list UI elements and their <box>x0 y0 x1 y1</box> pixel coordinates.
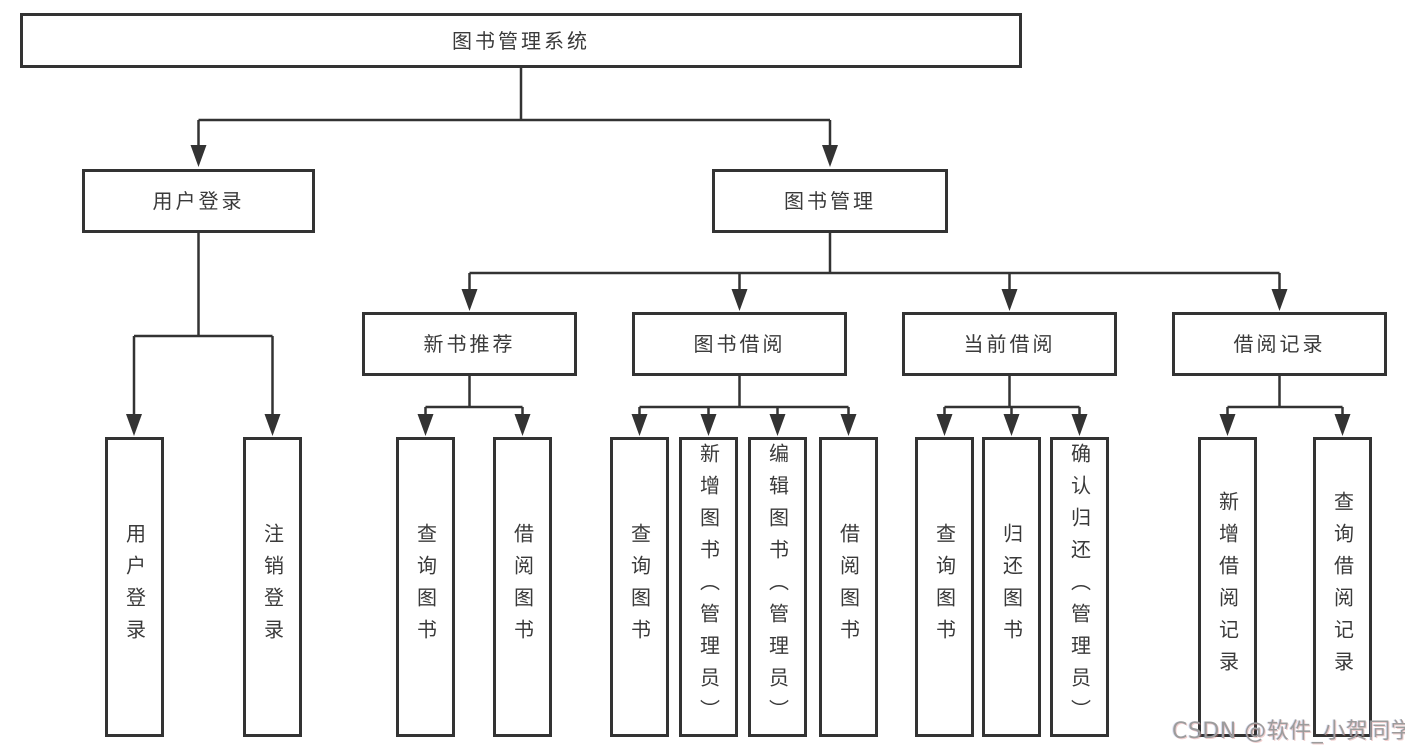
node-label: 归还图书 <box>999 523 1024 651</box>
leaf-current-confirm-return-admin: 确认归还（管理员） <box>1050 437 1109 737</box>
node-label: 确认归还（管理员） <box>1067 443 1092 731</box>
node-label: 查询借阅记录 <box>1330 491 1355 683</box>
node-label: 用户登录 <box>152 189 245 213</box>
leaf-record-query-borrow-record: 查询借阅记录 <box>1313 437 1372 737</box>
node-label: 图书借阅 <box>693 332 786 356</box>
leaf-borrow-query-books: 查询图书 <box>610 437 669 737</box>
leaf-current-query-books: 查询图书 <box>915 437 974 737</box>
node-label: 借阅图书 <box>510 523 535 651</box>
leaf-user-login: 用户登录 <box>105 437 164 737</box>
leaf-record-add-borrow-record: 新增借阅记录 <box>1198 437 1257 737</box>
node-label: 当前借阅 <box>963 332 1056 356</box>
leaf-borrow-edit-books-admin: 编辑图书（管理员） <box>748 437 807 737</box>
node-label: 查询图书 <box>413 523 438 651</box>
leaf-logout: 注销登录 <box>243 437 302 737</box>
leaf-recommend-borrow-books: 借阅图书 <box>493 437 552 737</box>
node-label: 借阅记录 <box>1233 332 1326 356</box>
leaf-current-return-books: 归还图书 <box>982 437 1041 737</box>
node-label: 图书管理 <box>784 189 876 213</box>
node-label: 查询图书 <box>627 523 652 651</box>
node-current-borrowing: 当前借阅 <box>902 312 1117 376</box>
node-borrowing-records: 借阅记录 <box>1172 312 1387 376</box>
node-label: 新书推荐 <box>423 332 516 356</box>
arrowheads <box>126 145 1351 436</box>
leaf-borrow-add-books-admin: 新增图书（管理员） <box>679 437 738 737</box>
csdn-watermark: CSDN @软件_小贺同学 <box>1172 719 1405 744</box>
node-user-login: 用户登录 <box>82 169 315 233</box>
node-new-book-recommendation: 新书推荐 <box>362 312 577 376</box>
node-label: 新增借阅记录 <box>1215 491 1240 683</box>
node-label: 注销登录 <box>260 523 285 651</box>
node-system-root: 图书管理系统 <box>20 13 1022 68</box>
node-label: 图书管理系统 <box>452 28 590 53</box>
leaf-borrow-borrow-books: 借阅图书 <box>819 437 878 737</box>
node-book-borrowing: 图书借阅 <box>632 312 847 376</box>
leaf-recommend-query-books: 查询图书 <box>396 437 455 737</box>
node-book-management: 图书管理 <box>712 169 948 233</box>
node-label: 借阅图书 <box>836 523 861 651</box>
node-label: 编辑图书（管理员） <box>765 443 790 731</box>
node-label: 用户登录 <box>122 523 147 651</box>
node-label: 查询图书 <box>932 523 957 651</box>
node-label: 新增图书（管理员） <box>696 443 721 731</box>
